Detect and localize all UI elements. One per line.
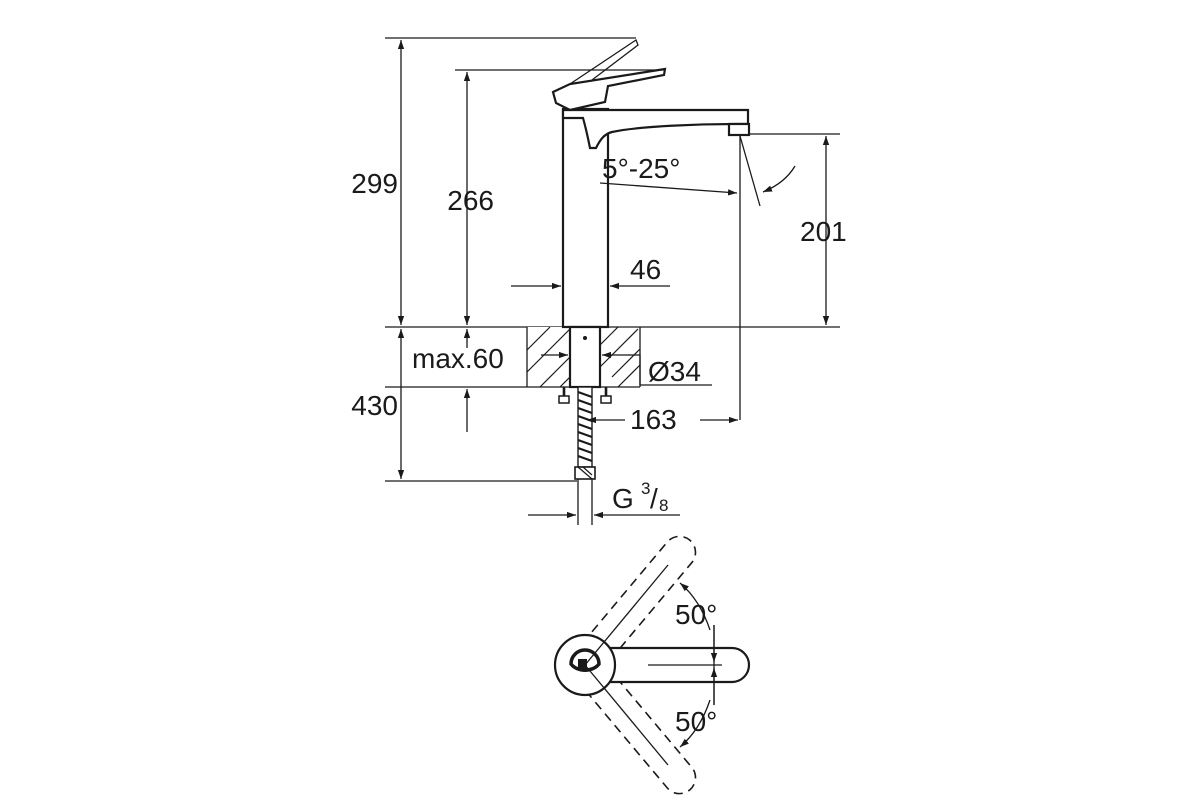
dimension-rotation-upper: 50° bbox=[675, 582, 717, 662]
dimension-hole-diameter: Ø34 bbox=[541, 351, 712, 387]
lever-raised-outline bbox=[569, 39, 639, 85]
rotation-upper-label: 50° bbox=[675, 599, 717, 630]
dimension-299: 299 bbox=[351, 37, 636, 325]
rotation-lower-label: 50° bbox=[675, 706, 717, 737]
dimension-299-label: 299 bbox=[351, 168, 398, 199]
flexible-hose bbox=[574, 386, 596, 525]
lever-rotated-up-outline bbox=[581, 535, 697, 665]
shank-screw bbox=[583, 336, 587, 340]
dimension-rotation-lower: 50° bbox=[675, 668, 717, 748]
dimension-430: 430 bbox=[351, 329, 577, 482]
spout bbox=[561, 108, 750, 150]
dimension-266: 266 bbox=[447, 69, 665, 325]
dimension-hole-diameter-label: Ø34 bbox=[648, 356, 701, 387]
dimension-spout-angle-label: 5°-25° bbox=[602, 153, 680, 184]
fixing-studs bbox=[558, 387, 612, 404]
dimension-163: 163 bbox=[587, 404, 738, 435]
dimension-201: 201 bbox=[748, 133, 847, 325]
dimension-thread: G 3 / 8 bbox=[528, 479, 680, 519]
dimension-163-label: 163 bbox=[630, 404, 677, 435]
dimension-spout-angle: 5°-25° bbox=[599, 135, 796, 420]
dimension-max60-label: max.60 bbox=[412, 343, 504, 374]
thread-fraction-numerator: 3 bbox=[641, 479, 650, 498]
dimension-46-label: 46 bbox=[630, 254, 661, 285]
logo-plate bbox=[578, 659, 587, 670]
dimension-46: 46 bbox=[511, 254, 670, 290]
faucet-body bbox=[561, 107, 610, 329]
top-view: 50° 50° bbox=[553, 535, 751, 795]
deck-section-right bbox=[599, 326, 641, 388]
dimension-max60: max.60 bbox=[385, 329, 527, 432]
thread-main-label: G bbox=[612, 483, 634, 514]
dimension-201-label: 201 bbox=[800, 216, 847, 247]
aerator bbox=[727, 122, 751, 137]
thread-fraction-slash: / bbox=[650, 483, 658, 514]
lever-rotated-down-outline bbox=[581, 665, 697, 795]
dimension-430-label: 430 bbox=[351, 390, 398, 421]
lever-handle bbox=[551, 67, 667, 112]
dimension-266-label: 266 bbox=[447, 185, 494, 216]
thread-fraction-denominator: 8 bbox=[659, 496, 668, 515]
side-view: 299 266 201 5°-25° 46 bbox=[351, 37, 847, 525]
deck-section-left bbox=[526, 326, 571, 388]
